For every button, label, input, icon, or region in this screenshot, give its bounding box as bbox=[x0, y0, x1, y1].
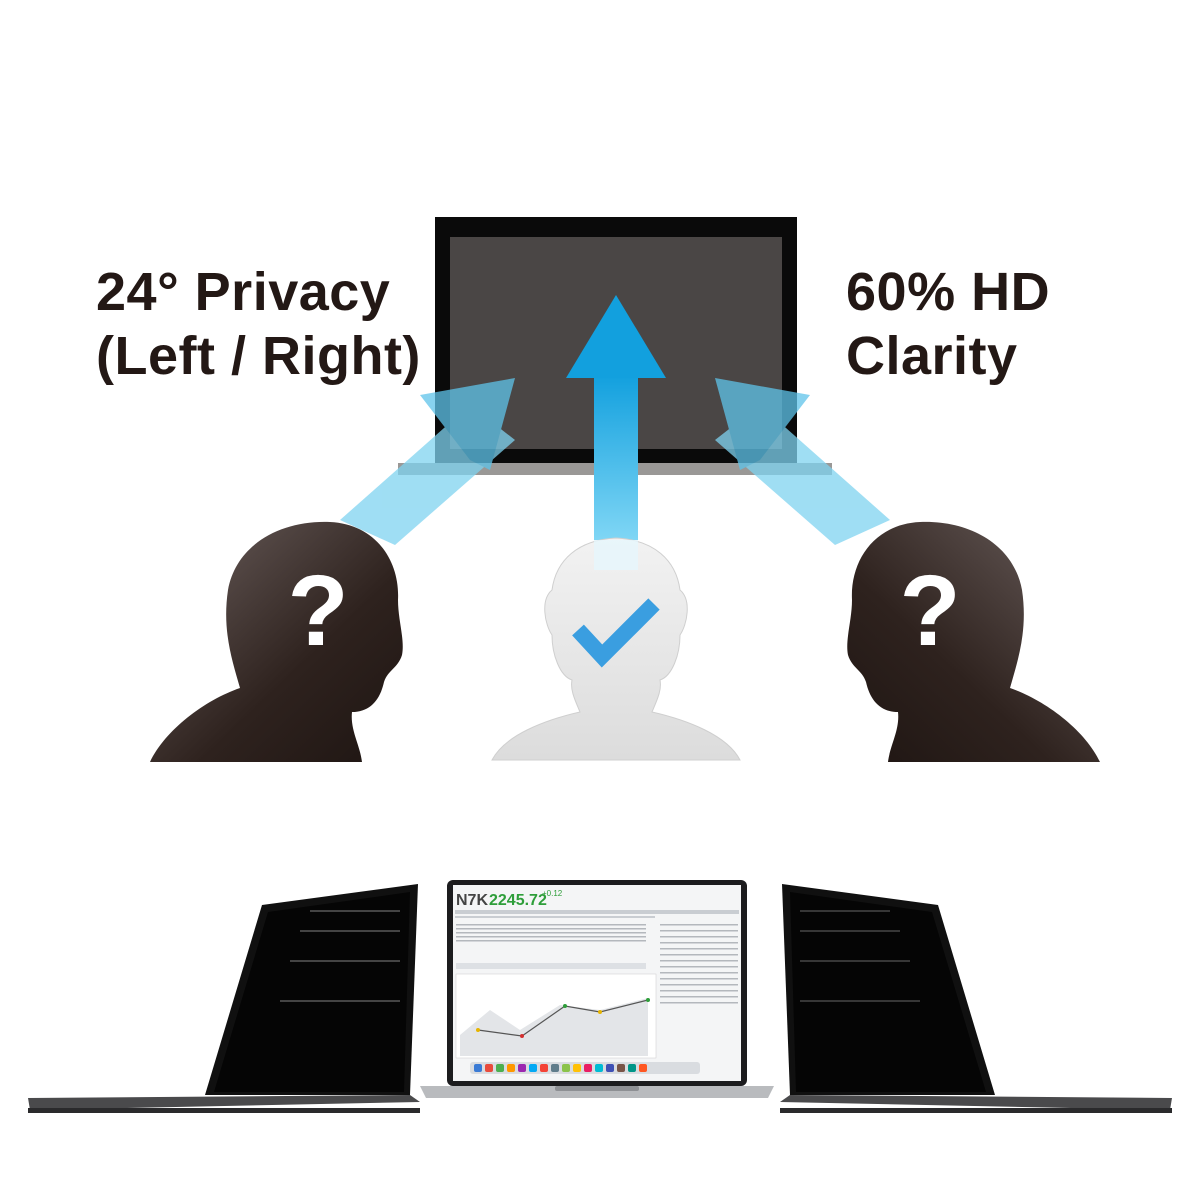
headline-privacy: 24° Privacy (Left / Right) bbox=[96, 260, 421, 388]
question-mark-icon: ? bbox=[287, 555, 348, 667]
right-view-beam bbox=[715, 378, 890, 545]
ticker-value: 2245.72 bbox=[489, 892, 547, 909]
left-viewer-silhouette: ? bbox=[150, 521, 403, 762]
right-laptop-privacy-view bbox=[780, 884, 1172, 1113]
headline-clarity-line2: Clarity bbox=[846, 326, 1018, 386]
ticker-symbol: N7K bbox=[456, 892, 488, 909]
center-viewer-silhouette bbox=[491, 537, 741, 761]
center-view-arrow bbox=[566, 295, 666, 540]
right-viewer-silhouette: ? bbox=[847, 521, 1100, 762]
headline-privacy-line2: (Left / Right) bbox=[96, 326, 421, 386]
headline-clarity-line1: 60% HD bbox=[846, 262, 1051, 322]
laptop-comparison: N7K 2245.72 +0.12 bbox=[28, 880, 1172, 1113]
center-laptop-clear-view: N7K 2245.72 +0.12 bbox=[420, 880, 774, 1098]
headline-privacy-line1: 24° Privacy bbox=[96, 262, 391, 322]
privacy-angle-diagram: ? ? bbox=[150, 217, 1100, 762]
left-view-beam bbox=[340, 378, 515, 545]
left-laptop-privacy-view bbox=[28, 884, 420, 1113]
question-mark-icon: ? bbox=[899, 555, 960, 667]
check-icon bbox=[572, 598, 660, 668]
ticker-change: +0.12 bbox=[542, 889, 563, 898]
headline-clarity: 60% HD Clarity bbox=[846, 260, 1050, 388]
